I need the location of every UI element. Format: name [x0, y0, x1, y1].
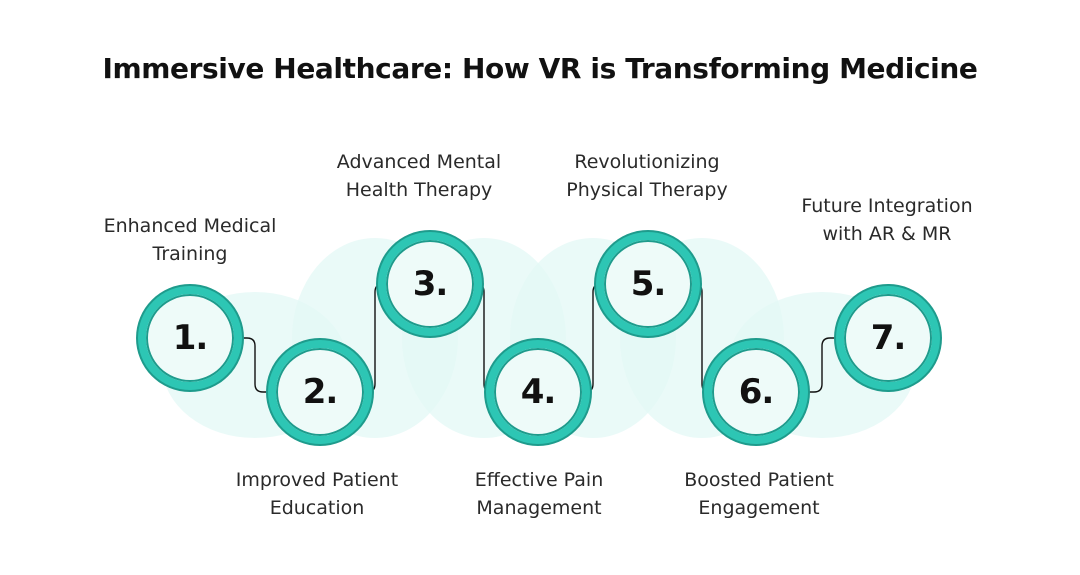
step-2-circle: 2.	[268, 340, 372, 444]
step-3-number: 3.	[412, 264, 449, 304]
step-4-circle: 4.	[486, 340, 590, 444]
step-7-number: 7.	[870, 318, 907, 358]
step-connector-line	[240, 337, 270, 393]
step-1-label: Enhanced Medical Training	[103, 215, 277, 265]
step-2-number: 2.	[302, 372, 339, 412]
step-6-circle: 6.	[704, 340, 808, 444]
step-2-label: Improved Patient Education	[235, 469, 399, 519]
step-4-number: 4.	[520, 372, 557, 412]
step-3-label: Advanced Mental Health Therapy	[336, 151, 502, 201]
step-connector-line	[806, 337, 838, 393]
step-7-circle: 7.	[836, 286, 940, 390]
step-7-label: Future Integration with AR & MR	[801, 195, 973, 245]
step-5-label: Revolutionizing Physical Therapy	[566, 151, 728, 201]
step-4-label: Effective Pain Management	[474, 469, 604, 519]
step-6-number: 6.	[738, 372, 775, 412]
step-6-label: Boosted Patient Engagement	[684, 469, 834, 519]
step-3-circle: 3.	[378, 232, 482, 336]
step-1-circle: 1.	[138, 286, 242, 390]
step-5-number: 5.	[630, 264, 667, 304]
step-5-circle: 5.	[596, 232, 700, 336]
page-title: Immersive Healthcare: How VR is Transfor…	[102, 52, 978, 85]
step-1-number: 1.	[172, 318, 209, 358]
